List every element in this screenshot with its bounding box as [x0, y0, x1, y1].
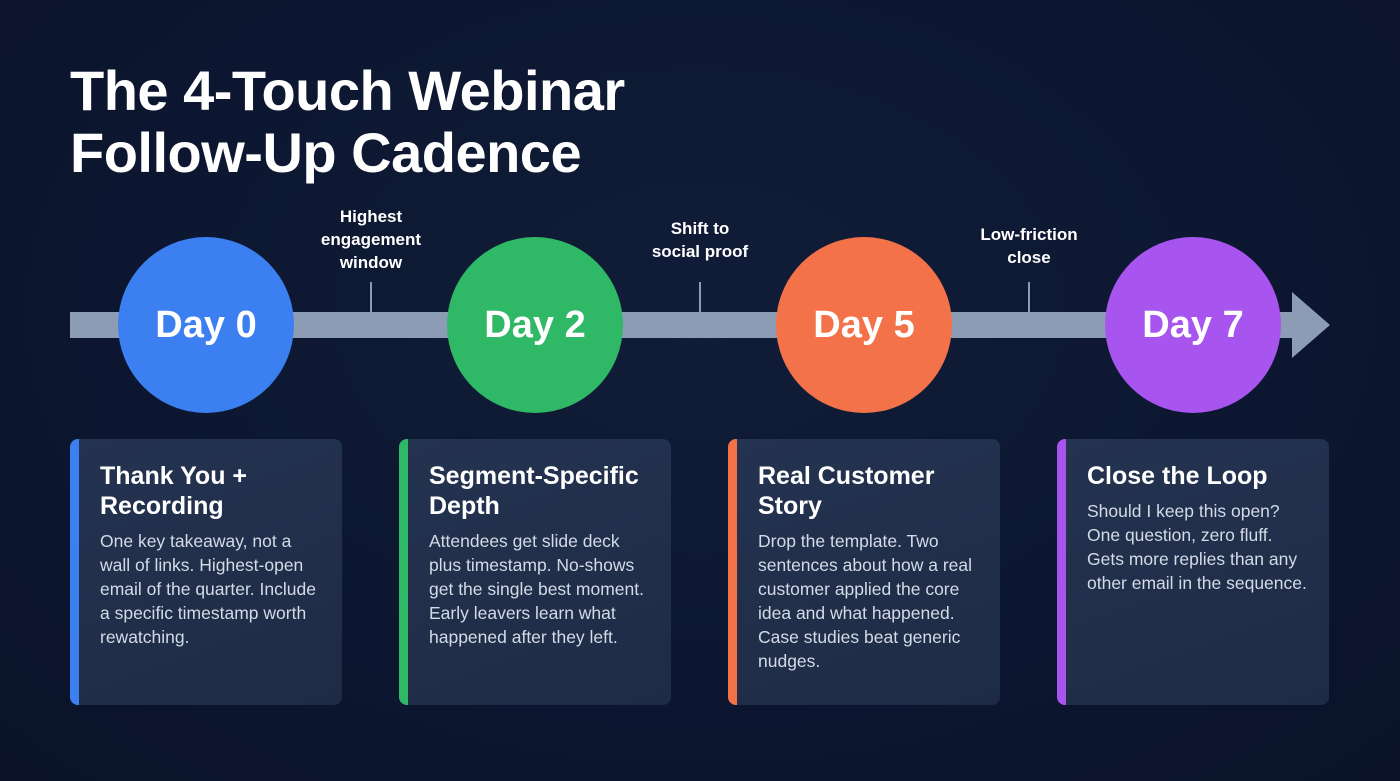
- annotation-engagement-window: Highest engagement window: [320, 207, 422, 272]
- annotation-tick: [1028, 282, 1030, 312]
- card-body: Attendees get slide deck plus timestamp.…: [429, 531, 644, 647]
- card-accent-bar: [1057, 439, 1066, 705]
- card-real-customer-story: Real Customer Story Drop the template. T…: [728, 439, 1000, 705]
- card-heading: Segment-Specific Depth: [429, 462, 639, 520]
- title-line-2: Follow-Up Cadence: [70, 121, 582, 184]
- step-circle-day-7: Day 7: [1105, 237, 1281, 413]
- step-circle-day-5: Day 5: [776, 237, 952, 413]
- card-heading: Close the Loop: [1087, 462, 1268, 490]
- step-circle-day-2: Day 2: [447, 237, 623, 413]
- annotation-tick: [370, 282, 372, 312]
- card-body: Drop the template. Two sentences about h…: [758, 531, 973, 671]
- page-title: The 4-Touch Webinar Follow-Up Cadence: [70, 60, 625, 184]
- card-heading: Real Customer Story: [758, 462, 935, 520]
- annotation-low-friction-close: Low-friction close: [980, 225, 1078, 267]
- card-accent-bar: [728, 439, 737, 705]
- card-close-the-loop: Close the Loop Should I keep this open? …: [1057, 439, 1329, 705]
- title-line-1: The 4-Touch Webinar: [70, 59, 625, 122]
- card-segment-specific-depth: Segment-Specific Depth Attendees get sli…: [399, 439, 671, 705]
- annotation-social-proof: Shift to social proof: [651, 219, 749, 261]
- annotation-tick: [699, 282, 701, 312]
- card-thank-you-recording: Thank You + Recording One key takeaway, …: [70, 439, 342, 705]
- card-heading: Thank You + Recording: [100, 462, 248, 520]
- timeline-arrow-icon: [1292, 292, 1330, 358]
- card-body: Should I keep this open? One question, z…: [1087, 501, 1307, 593]
- step-circle-day-0: Day 0: [118, 237, 294, 413]
- card-accent-bar: [70, 439, 79, 705]
- card-body: One key takeaway, not a wall of links. H…: [100, 531, 316, 647]
- card-accent-bar: [399, 439, 408, 705]
